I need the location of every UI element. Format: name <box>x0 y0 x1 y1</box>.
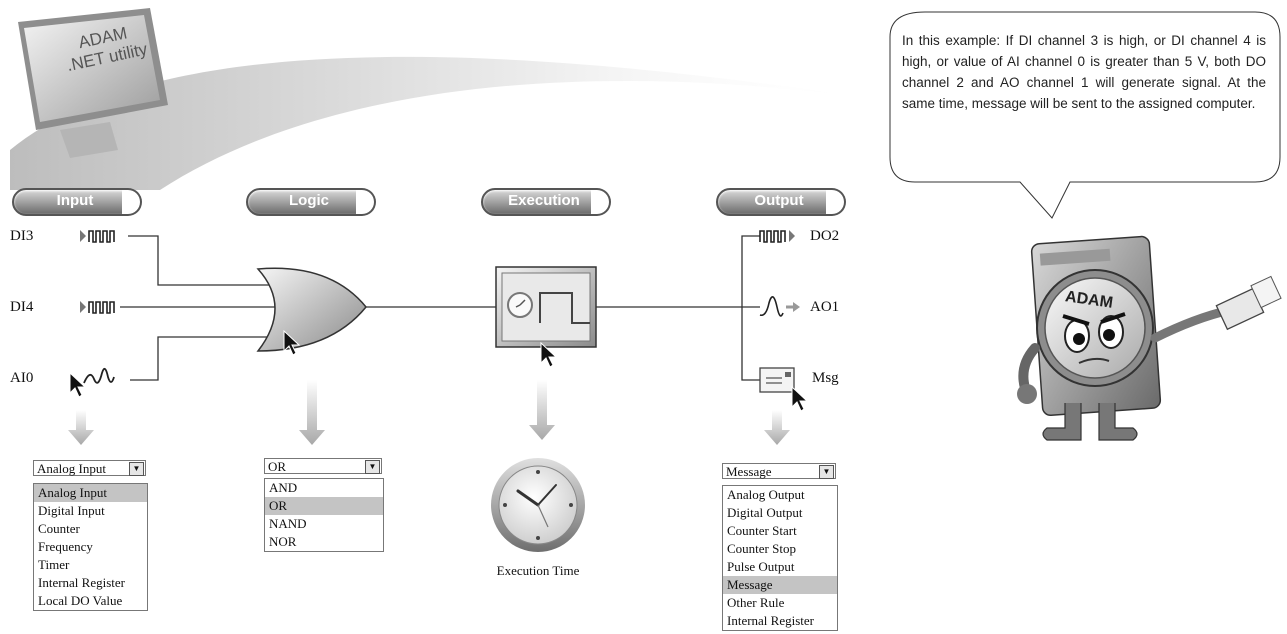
stage-execution: Execution <box>481 188 611 216</box>
output-option[interactable]: Digital Output <box>727 505 803 520</box>
timer-box-icon <box>495 266 597 348</box>
output-option[interactable]: Analog Output <box>727 487 805 502</box>
output-type-options: Analog Output Digital Output Counter Sta… <box>722 485 838 631</box>
input-option[interactable]: Digital Input <box>38 503 105 518</box>
stage-input-label: Input <box>56 192 94 209</box>
input-option[interactable]: Local DO Value <box>38 593 123 608</box>
cursor-icon-logic <box>283 329 301 356</box>
connector-icon <box>1215 275 1282 331</box>
clock-icon[interactable] <box>488 455 588 555</box>
di3-pulse-icon <box>80 230 115 243</box>
do2-pulse-icon <box>759 230 795 243</box>
output-type-select-value: Message <box>726 464 772 479</box>
logic-option[interactable]: NOR <box>269 534 297 549</box>
cursor-icon-execution <box>540 341 558 368</box>
output-type-select[interactable]: Message ▼ <box>722 463 836 479</box>
output-label-do2: DO2 <box>810 228 840 244</box>
stage-output-label: Output <box>754 192 804 209</box>
stage-execution-label: Execution <box>508 192 580 209</box>
cursor-icon-output <box>791 385 809 412</box>
input-option[interactable]: Counter <box>38 521 80 536</box>
input-option[interactable]: Analog Input <box>34 484 147 502</box>
speech-bubble <box>889 11 1281 219</box>
input-label-di3: DI3 <box>10 228 34 244</box>
di4-pulse-icon <box>80 301 115 314</box>
chevron-down-icon[interactable]: ▼ <box>819 465 834 479</box>
input-option[interactable]: Timer <box>38 557 70 572</box>
logic-option[interactable]: OR <box>265 497 383 515</box>
stage-output: Output <box>716 188 846 216</box>
chevron-down-icon[interactable]: ▼ <box>129 462 144 476</box>
ao1-analog-icon <box>759 296 800 317</box>
output-option[interactable]: Other Rule <box>727 595 785 610</box>
logic-diagram <box>68 230 809 445</box>
input-type-select[interactable]: Analog Input ▼ <box>33 460 146 476</box>
execution-time-label: Execution Time <box>496 563 580 578</box>
logic-option[interactable]: NAND <box>269 516 307 531</box>
cursor-icon-ai0 <box>69 371 87 398</box>
output-option[interactable]: Pulse Output <box>727 559 795 574</box>
logic-option[interactable]: AND <box>269 480 298 495</box>
output-option[interactable]: Internal Register <box>727 613 814 628</box>
message-envelope-icon <box>759 367 795 393</box>
monitor-icon <box>18 8 168 158</box>
input-label-di4: DI4 <box>10 299 34 315</box>
input-type-select-value: Analog Input <box>37 461 106 476</box>
logic-select[interactable]: OR ▼ <box>264 458 382 474</box>
input-type-options: Analog Input Digital Input Counter Frequ… <box>33 483 148 611</box>
mascot-label: ADAM <box>1064 288 1114 312</box>
output-label-msg: Msg <box>812 370 839 386</box>
swoosh <box>10 56 880 190</box>
output-option[interactable]: Message <box>723 576 837 594</box>
stage-input: Input <box>12 188 142 216</box>
logic-select-value: OR <box>268 459 287 474</box>
bubble-text: In this example: If DI channel 3 is high… <box>902 33 1266 111</box>
input-option[interactable]: Internal Register <box>38 575 125 590</box>
header-graphic <box>10 8 880 190</box>
ai0-analog-icon <box>83 367 115 384</box>
down-arrows <box>68 380 790 445</box>
input-wires <box>120 235 760 381</box>
adam-mascot: ADAM <box>1017 235 1282 441</box>
input-label-ai0: AI0 <box>10 370 34 386</box>
stage-logic: Logic <box>246 188 376 216</box>
output-option[interactable]: Counter Start <box>727 523 797 538</box>
output-option[interactable]: Counter Stop <box>727 541 796 556</box>
input-option[interactable]: Frequency <box>38 539 93 554</box>
logic-options: AND OR NAND NOR <box>264 478 384 552</box>
stage-logic-label: Logic <box>289 192 329 209</box>
or-gate-icon <box>256 267 367 352</box>
output-label-ao1: AO1 <box>810 299 840 315</box>
chevron-down-icon[interactable]: ▼ <box>365 460 380 474</box>
